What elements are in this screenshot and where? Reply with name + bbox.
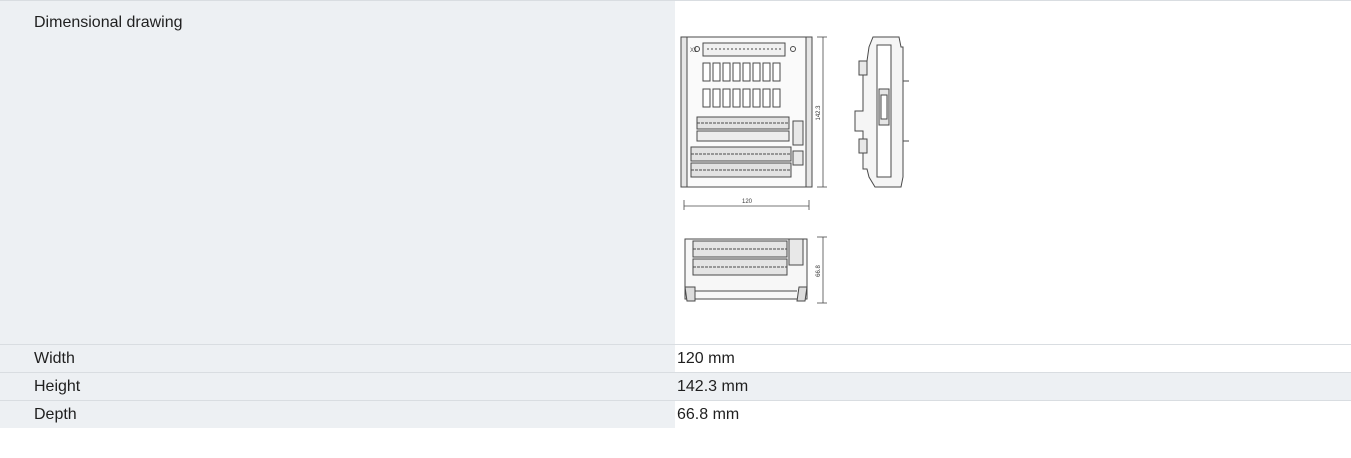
table-row: Width 120 mm — [0, 344, 1351, 373]
width-dimension-line — [683, 200, 810, 210]
table-row: Depth 66.8 mm — [0, 400, 1351, 428]
row-label-dimensional-drawing: Dimensional drawing — [0, 0, 675, 345]
row-value-width: 120 mm — [675, 344, 1351, 373]
height-dimension-line — [817, 36, 827, 188]
dimensional-drawing-cell: X1 142.3 120 — [675, 0, 1351, 345]
table-row: Dimensional drawing — [0, 0, 1351, 345]
table-row: Height 142.3 mm — [0, 372, 1351, 401]
front-view — [680, 36, 813, 188]
row-value-depth: 66.8 mm — [675, 400, 1351, 428]
row-label-depth: Depth — [0, 400, 675, 428]
dimensional-drawing-image: X1 142.3 120 — [680, 36, 909, 304]
top-view — [684, 238, 808, 302]
depth-dimension-line — [817, 236, 827, 304]
connector-label: X1 — [690, 48, 698, 54]
width-dimension-label: 120 — [742, 199, 753, 205]
side-view — [854, 36, 909, 188]
height-dimension-label: 142.3 — [816, 105, 822, 121]
row-label-width: Width — [0, 344, 675, 373]
dimensional-drawing: X1 142.3 120 — [677, 1, 937, 321]
depth-dimension-label: 66.8 — [816, 265, 822, 277]
row-value-height: 142.3 mm — [675, 372, 1351, 401]
technical-data-table: Dimensional drawing — [0, 0, 1351, 428]
row-label-height: Height — [0, 372, 675, 401]
